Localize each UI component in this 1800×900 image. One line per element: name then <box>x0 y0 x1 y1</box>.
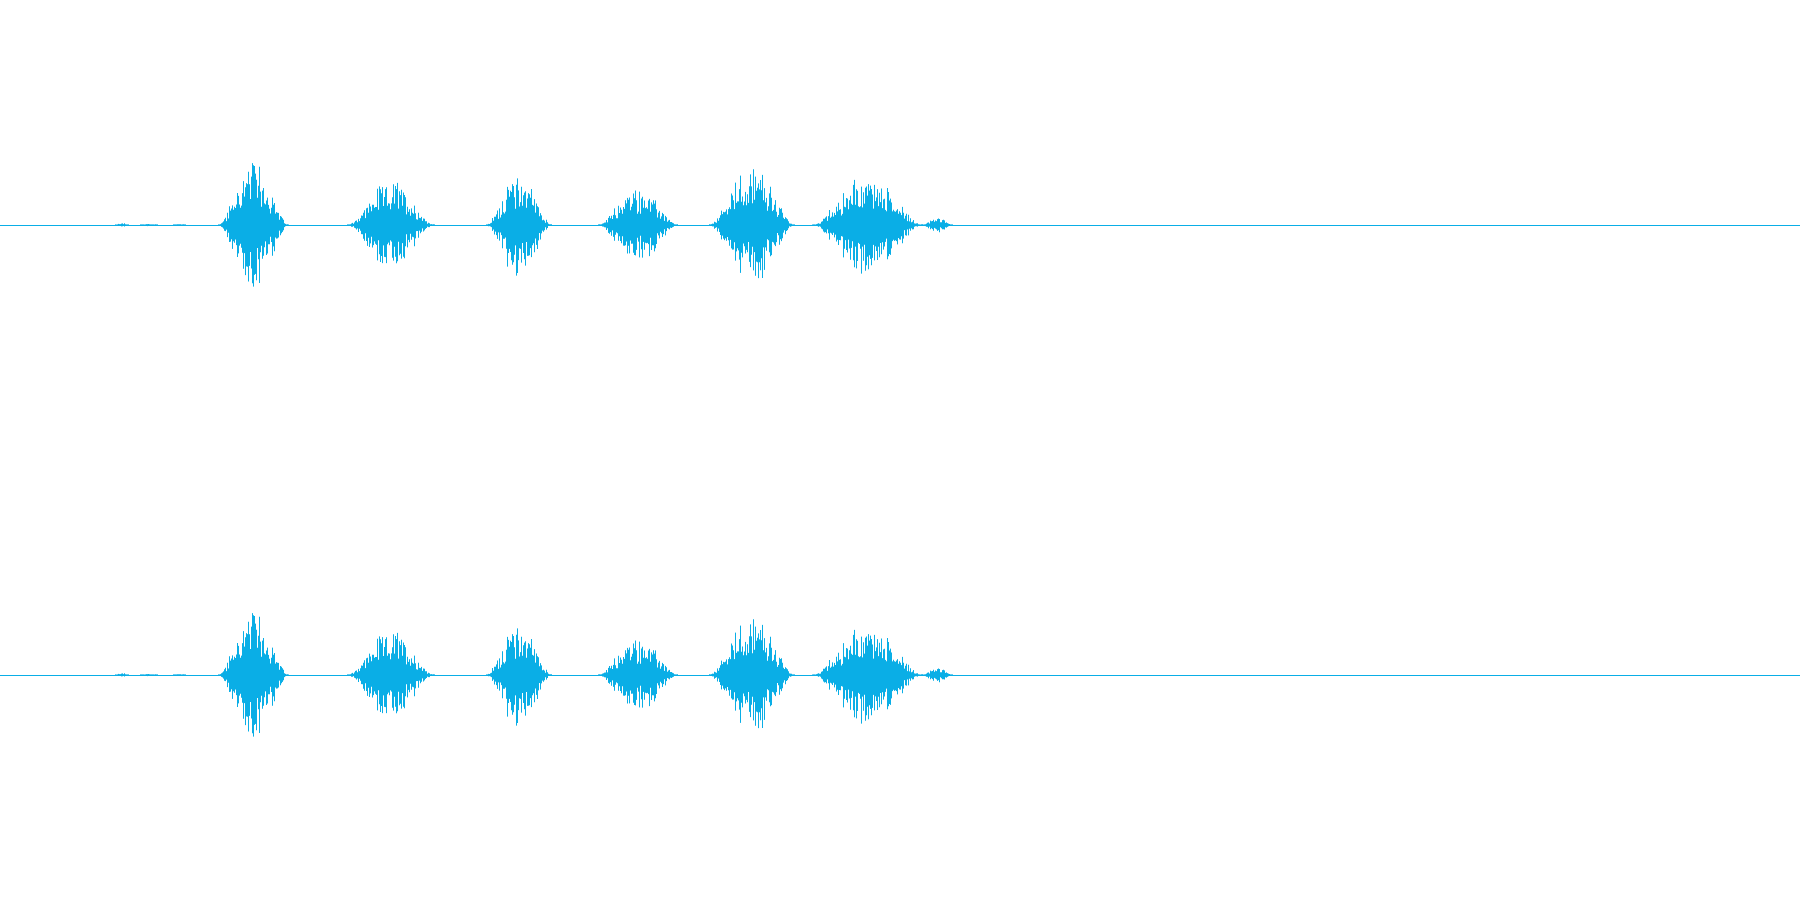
waveform-burst <box>218 613 289 737</box>
waveform-burst <box>140 674 158 677</box>
waveform-burst <box>598 190 678 258</box>
waveform-burst <box>218 163 289 287</box>
waveform-burst <box>709 169 795 279</box>
waveform-burst <box>486 628 552 726</box>
waveform-burst <box>347 632 435 714</box>
waveform-burst <box>812 629 923 724</box>
waveform-channel-left <box>0 163 1800 287</box>
waveform-burst <box>115 673 129 677</box>
waveform-burst <box>173 224 186 226</box>
waveform-burst <box>115 223 129 227</box>
waveform-burst <box>598 640 678 708</box>
waveform-burst <box>486 178 552 276</box>
waveform-burst <box>347 182 435 264</box>
waveform-burst <box>812 179 923 274</box>
waveform-burst <box>922 218 953 233</box>
waveform-burst <box>922 668 953 683</box>
waveform-burst <box>140 224 158 227</box>
waveform-burst <box>709 619 795 729</box>
waveform-burst <box>173 674 186 676</box>
waveform-channel-right <box>0 613 1800 737</box>
